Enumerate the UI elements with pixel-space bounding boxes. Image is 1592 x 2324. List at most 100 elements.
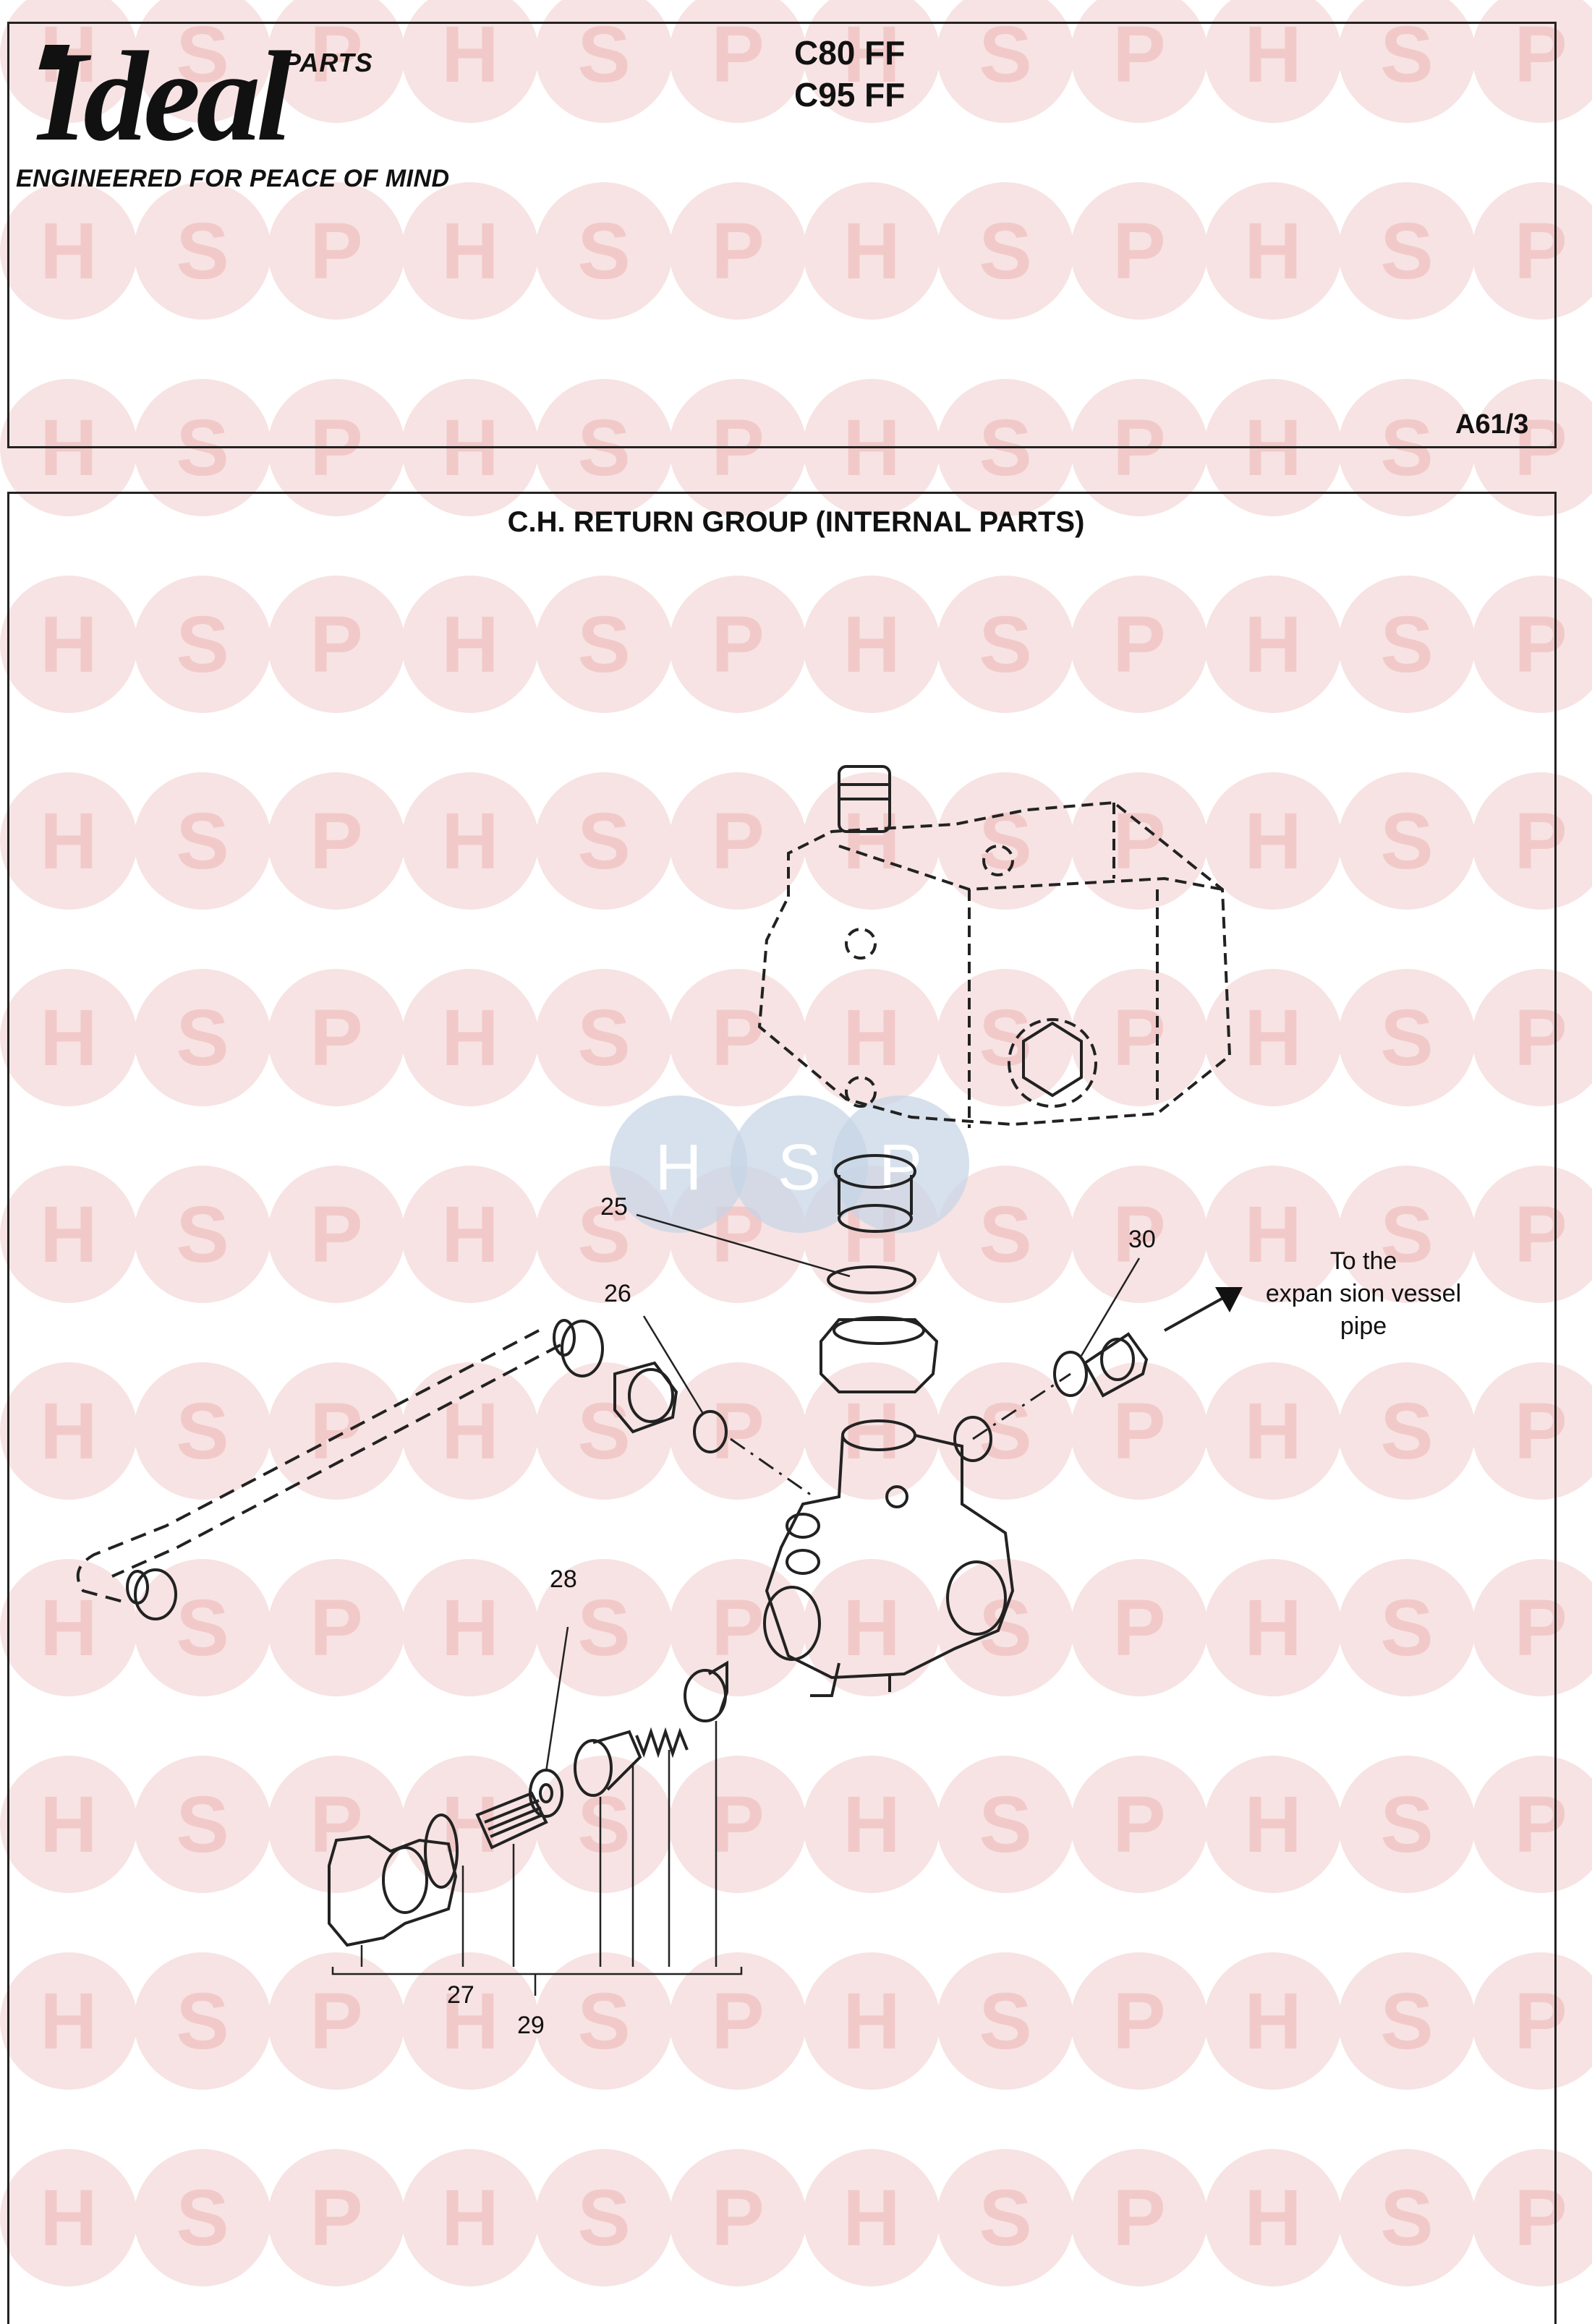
- watermark-letter: P: [711, 1780, 764, 1869]
- watermark-letter: S: [577, 1977, 630, 2066]
- watermark-circle: [134, 969, 271, 1106]
- pump-inlet-nipple: [838, 765, 891, 833]
- watermark-letter: H: [441, 600, 498, 689]
- watermark-letter: H: [441, 207, 498, 296]
- part-26-adaptor: [613, 1361, 678, 1434]
- watermark-letter: P: [1112, 1387, 1165, 1476]
- watermark-letter: S: [979, 797, 1031, 886]
- watermark-letter: P: [711, 994, 764, 1082]
- watermark-letter: S: [979, 1190, 1031, 1279]
- watermark-letter: S: [1380, 600, 1433, 689]
- watermark-circle: [803, 2149, 940, 2286]
- model-name-2: C95 FF: [794, 76, 906, 114]
- watermark-circle: [1070, 1952, 1208, 2090]
- watermark-circle: [1204, 1952, 1342, 2090]
- watermark-letter: H: [40, 1584, 97, 1672]
- watermark-circle: [268, 0, 405, 123]
- watermark-circle: [1338, 772, 1476, 910]
- watermark-letter: H: [843, 10, 900, 99]
- watermark-letter: S: [176, 1584, 229, 1672]
- watermark-letter: H: [40, 1387, 97, 1476]
- watermark-circle: [1204, 772, 1342, 910]
- watermark-circle: [401, 772, 539, 910]
- watermark-circle: [1338, 576, 1476, 713]
- watermark-circle: [401, 1166, 539, 1303]
- header-frame: [7, 22, 1557, 448]
- watermark-circle: [1472, 2149, 1592, 2286]
- watermark-letter: P: [1514, 2174, 1567, 2263]
- watermark-circle: [1070, 969, 1208, 1106]
- filter-mesh: [475, 1791, 548, 1850]
- watermark-circle: [937, 1756, 1074, 1893]
- callout-26: 26: [604, 1280, 631, 1307]
- watermark-circle: [535, 969, 673, 1106]
- watermark-circle: [1204, 182, 1342, 320]
- watermark-circle: [134, 772, 271, 910]
- watermark-letter: H: [441, 1584, 498, 1672]
- svg-text:H: H: [655, 1132, 702, 1204]
- watermark-circle: [1070, 2149, 1208, 2286]
- watermark-circle: [401, 1952, 539, 2090]
- watermark-letter: S: [577, 1584, 630, 1672]
- watermark-circle: [803, 772, 940, 910]
- watermark-letter: S: [577, 600, 630, 689]
- watermark-circle: [0, 1559, 137, 1696]
- watermark-letter: P: [711, 1584, 764, 1672]
- watermark-letter: S: [176, 1190, 229, 1279]
- watermark-circle: [535, 1559, 673, 1696]
- watermark-letter: S: [1380, 2174, 1433, 2263]
- watermark-letter: H: [40, 1190, 97, 1279]
- watermark-letter: H: [1244, 1780, 1301, 1869]
- watermark-letter: S: [979, 1387, 1031, 1476]
- watermark-letter: S: [176, 2174, 229, 2263]
- watermark-letter: P: [1112, 207, 1165, 296]
- brand-logo-name: Ideal: [38, 25, 292, 168]
- watermark-circle: [401, 1559, 539, 1696]
- watermark-circle: [268, 182, 405, 320]
- watermark-circle: [0, 1952, 137, 2090]
- watermark-circle: [535, 1952, 673, 2090]
- watermark-circle: [1070, 1362, 1208, 1500]
- watermark-letter: P: [1112, 2174, 1165, 2263]
- watermark-letter: P: [1514, 1190, 1567, 1279]
- watermark-circle: [803, 969, 940, 1106]
- watermark-letter: H: [1244, 10, 1301, 99]
- part-29-plug: [328, 1834, 458, 1947]
- watermark-letter: S: [979, 1977, 1031, 2066]
- callout-27: 27: [447, 1981, 474, 2009]
- watermark-circle: [803, 1362, 940, 1500]
- watermark-letter: S: [979, 10, 1031, 99]
- watermark-letter: H: [1244, 1387, 1301, 1476]
- watermark-circle: [401, 2149, 539, 2286]
- watermark-circle: [268, 969, 405, 1106]
- watermark-circle: [134, 1952, 271, 2090]
- watermark-circle: [1472, 772, 1592, 910]
- watermark-circle: [0, 576, 137, 713]
- watermark-circle: [803, 576, 940, 713]
- watermark-circle: [134, 1559, 271, 1696]
- part-28-washer: [529, 1769, 563, 1818]
- return-manifold-body: [763, 1416, 1015, 1697]
- union-nut: [820, 1316, 939, 1393]
- watermark-circle: [1472, 0, 1592, 123]
- watermark-circle: [134, 2149, 271, 2286]
- watermark-letter: P: [1112, 10, 1165, 99]
- watermark-circle: [1204, 969, 1342, 1106]
- watermark-letter: H: [40, 207, 97, 296]
- spring: [635, 1727, 689, 1759]
- watermark-circle: [134, 182, 271, 320]
- watermark-letter: P: [310, 1977, 362, 2066]
- watermark-letter: H: [40, 1780, 97, 1869]
- model-name-1: C80 FF: [794, 34, 906, 72]
- watermark-circle: [937, 0, 1074, 123]
- watermark-circle: [1204, 1166, 1342, 1303]
- watermark-circle: [268, 772, 405, 910]
- watermark-letter: P: [711, 797, 764, 886]
- part-30-valve: [1083, 1332, 1149, 1398]
- pipe-end-lower: [126, 1568, 177, 1620]
- watermark-circle: [937, 576, 1074, 713]
- watermark-letter: S: [1380, 207, 1433, 296]
- watermark-circle: [535, 576, 673, 713]
- pump-assembly: [757, 800, 1232, 1128]
